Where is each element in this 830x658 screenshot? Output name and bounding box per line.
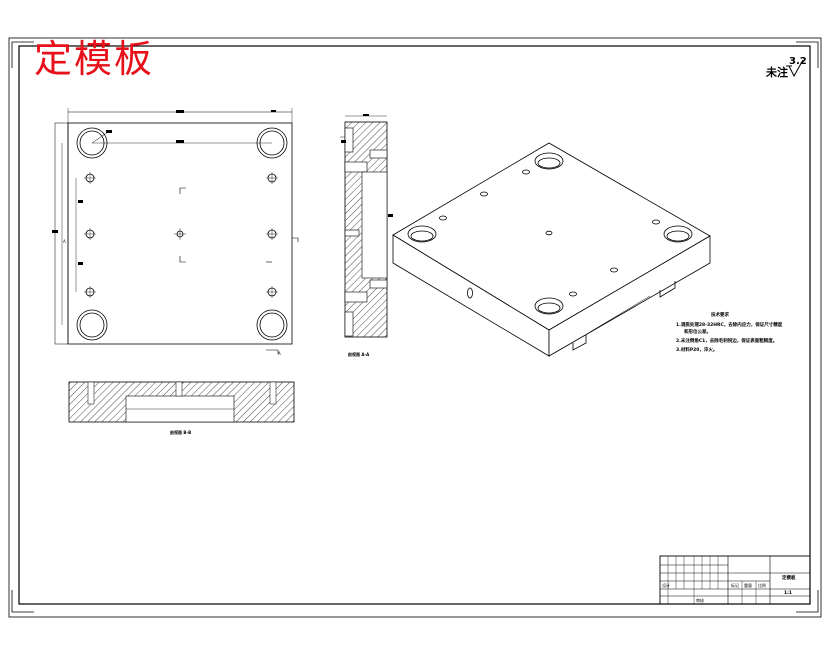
title-block: 定模板 1:1 设计 审核 标记 重量 比例 — [659, 555, 811, 605]
roughness-symbol — [786, 59, 804, 78]
drawing-title: 定模板 — [34, 37, 155, 81]
section-marker-bottom: A — [278, 351, 281, 356]
title-block-mark: 标记 — [731, 582, 739, 588]
isometric-view — [392, 142, 711, 357]
notes-line-1: 1.调质处理28-32HRC，去除内应力，保证尺寸精度 — [676, 321, 783, 328]
roughness-value: 3.2 — [789, 56, 807, 67]
section-bb-caption: 剖视图 B-B — [170, 429, 191, 435]
front-view — [52, 108, 299, 354]
roughness-label: 未注 — [766, 66, 788, 79]
section-aa: 剖视图 A-A — [340, 114, 393, 357]
title-block-scale: 1:1 — [784, 590, 792, 596]
title-block-ratio: 比例 — [758, 582, 766, 588]
title-block-part-name: 定模板 — [782, 574, 796, 581]
notes-line-2: 2.未注倒角C1，去除毛刺锐边，保证表面粗糙度。 — [676, 337, 777, 344]
title-block-design: 设计 — [662, 582, 670, 588]
sheet-border — [8, 37, 822, 618]
section-bb: 剖视图 B-B — [68, 381, 295, 435]
notes-heading: 技术要求 — [711, 311, 729, 318]
title-block-weight: 重量 — [744, 582, 752, 588]
notes-line-1b: 和形位公差。 — [683, 328, 711, 335]
title-block-check: 审核 — [696, 597, 704, 603]
technical-notes: 技术要求 1.调质处理28-32HRC，去除内应力，保证尺寸精度 和形位公差。 … — [676, 311, 783, 353]
section-aa-caption: 剖视图 A-A — [348, 351, 370, 357]
section-marker-left: A — [63, 239, 66, 244]
notes-line-3: 3.材料P20，淬火。 — [676, 346, 717, 353]
